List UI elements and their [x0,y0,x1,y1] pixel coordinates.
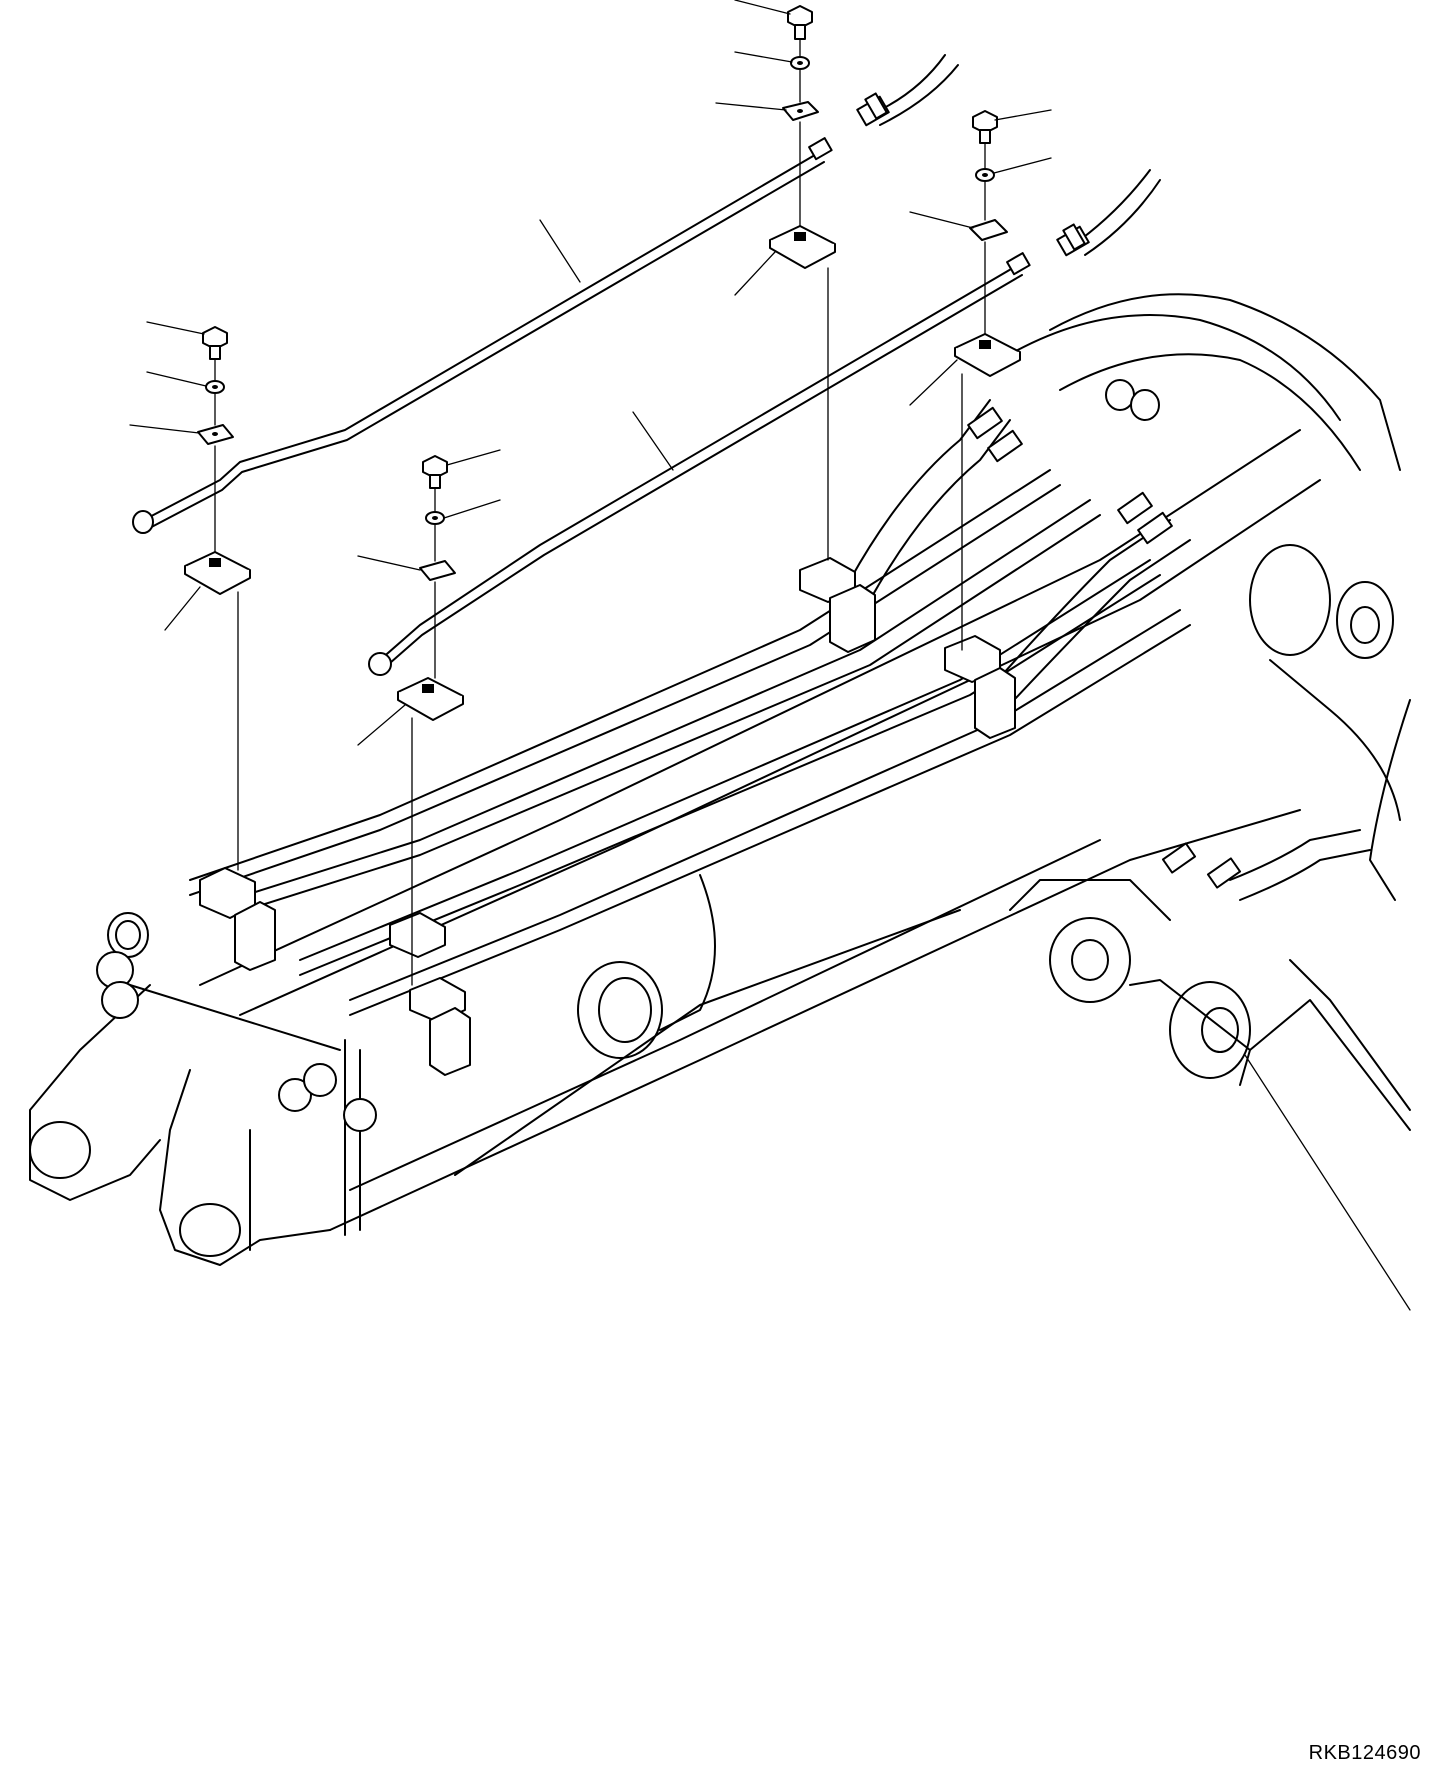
bolt-icon [202,326,228,360]
hose-fitting-icon [96,379,1242,1132]
bolt-icon [787,5,813,40]
tube-icon [368,252,1031,676]
washer-icon [975,168,995,182]
washer-icon [205,380,225,394]
tube-icon [189,399,1371,1016]
clamp-plate-icon [969,219,1008,241]
washer-icon [425,511,445,525]
clamp-plate-icon [782,101,819,121]
washer-icon [790,56,810,70]
clamp-plate-icon [397,677,464,721]
clamp-block-icon [199,557,1016,1076]
clamp-plate-icon [769,225,836,269]
bolt-icon [422,455,448,489]
assembly-lines [214,39,986,986]
hose-fitting-icon [856,54,1161,257]
leader-lines [129,0,1052,746]
figure-code: RKB124690 [1308,1742,1421,1764]
boom-icon [29,293,1411,1311]
clamp-plate-icon [184,551,251,595]
clamp-plate-icon [954,333,1021,377]
clamp-plate-icon [419,560,456,581]
tube-icon [132,137,833,534]
bolt-icon [972,110,998,144]
clamp-plate-icon [197,424,234,445]
